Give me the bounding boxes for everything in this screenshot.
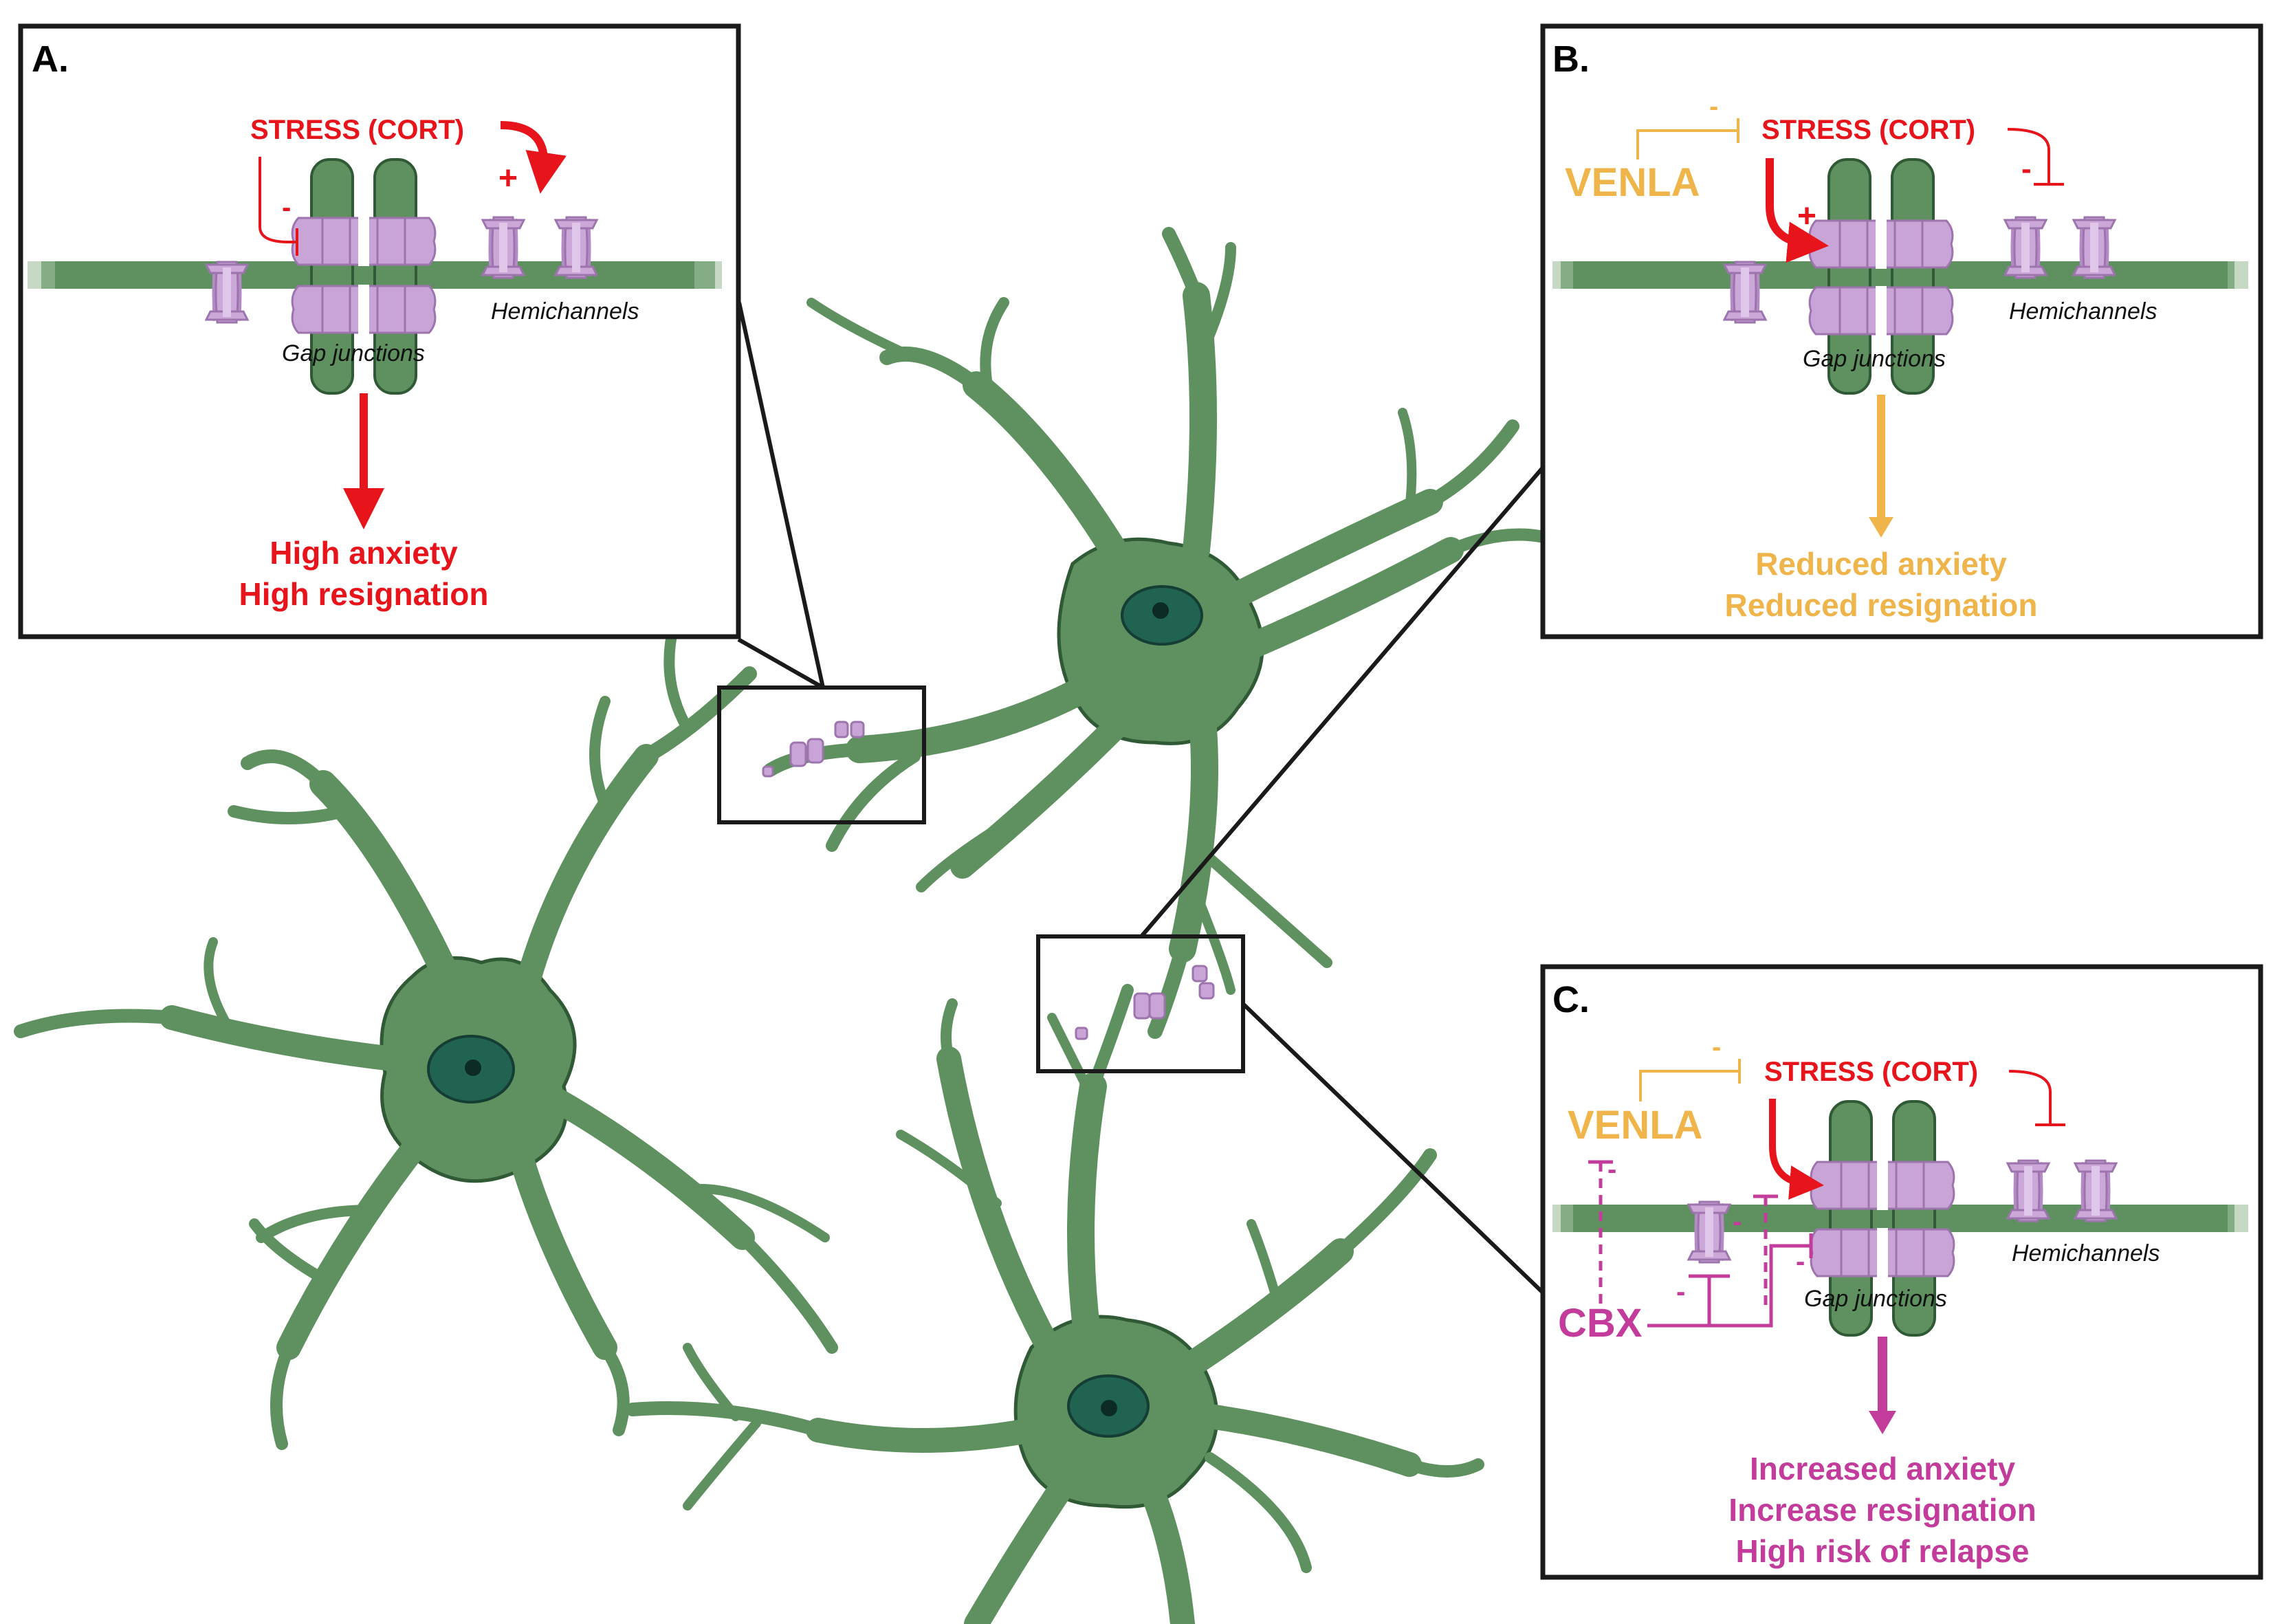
panel-c-hemichannel-3 [2074, 1159, 2118, 1222]
panel-b-gap-junction-2 [1808, 285, 1954, 337]
panel-c-blocker-label: CBX [1558, 1301, 1643, 1346]
panel-a-stimulate-arrow [500, 121, 567, 194]
panel-a-inhibit-arrow [259, 157, 297, 243]
panel-c-minus-drug: - [1712, 1032, 1721, 1062]
panel-c-letter: C. [1552, 979, 1590, 1020]
panel-a-outcome-1: High anxiety [270, 535, 458, 571]
panel-b-gap-junction-1 [1808, 218, 1954, 270]
panel-b-hemichannels-label: Hemichannels [2009, 298, 2157, 325]
panel-b-gap-junctions-label: Gap junctions [1803, 346, 1946, 372]
panel-b-hemichannel-2 [2003, 216, 2047, 279]
panel-c-gap-junction-1 [1810, 1159, 1955, 1211]
contact-connexins-top [762, 721, 865, 778]
panel-a-outcome-2: High resignation [239, 576, 489, 612]
panel-a: A. STRESS (CORT) Gap junctions Hemichann… [18, 23, 741, 639]
panel-a-stress-label: STRESS (CORT) [250, 115, 464, 145]
panel-b-stress-label: STRESS (CORT) [1761, 115, 1975, 145]
panel-c-gap-junction-2 [1810, 1227, 1955, 1279]
panel-b: B. STRESS (CORT) VENLA Gap junctions Hem… [1540, 23, 2263, 639]
panel-b-plus: + [1797, 198, 1816, 234]
panel-c: C. STRESS (CORT) VENLA CBX Gap junctions… [1540, 964, 2263, 1580]
panel-b-hemichannel-1 [1723, 261, 1767, 324]
panel-b-outcome-2: Reduced resignation [1725, 587, 2038, 623]
panel-a-gap-junction-2 [291, 283, 437, 336]
panel-c-venla-inhibit [1639, 1070, 1739, 1101]
panel-b-stimulate-arrow [1766, 158, 1829, 263]
panel-a-minus: - [282, 193, 291, 223]
panel-c-stimulate-arrow [1769, 1099, 1824, 1200]
astrocyte-left [14, 620, 838, 1450]
panel-c-stress-label: STRESS (CORT) [1764, 1057, 1978, 1087]
panel-c-minus-cbx-2: - [1676, 1277, 1685, 1307]
panel-a-hemichannels-label: Hemichannels [491, 298, 639, 325]
panel-c-hemichannels-label: Hemichannels [2012, 1240, 2160, 1266]
panel-c-drug-label: VENLA [1568, 1103, 1703, 1148]
panel-b-inhibit-hemichannels [2007, 128, 2050, 184]
panel-a-hemichannel-1 [205, 261, 249, 324]
panel-b-letter: B. [1552, 39, 1590, 80]
panel-c-outcome-2: Increase resignation [1728, 1492, 2036, 1528]
panel-b-drug-label: VENLA [1565, 160, 1700, 205]
panel-a-letter: A. [32, 39, 69, 80]
astrocyte-top [763, 227, 1546, 1039]
panel-c-minus-cbx-4: - [1796, 1247, 1805, 1277]
contact-connexins-middle [1075, 965, 1215, 1040]
astrocyte-bottom [626, 984, 1484, 1624]
panel-c-hemichannel-2 [2006, 1159, 2050, 1222]
panel-a-gap-junction-1 [291, 215, 437, 267]
panel-a-hemichannel-3 [554, 216, 598, 279]
panel-b-venla-inhibit [1636, 129, 1738, 160]
panel-a-hemichannel-2 [481, 216, 525, 279]
astrocyte-network [14, 227, 1546, 1624]
panel-b-hemichannel-3 [2072, 216, 2116, 279]
panel-c-gap-junctions-label: Gap junctions [1804, 1286, 1947, 1312]
panel-b-minus-stress: - [2021, 152, 2032, 186]
panel-c-minus-cbx-3: - [1733, 1207, 1742, 1237]
panel-c-outcome-3: High risk of relapse [1736, 1533, 2030, 1569]
panel-b-minus-drug: - [1709, 91, 1718, 122]
panel-a-plus: + [498, 160, 518, 197]
panel-c-outcome-1: Increased anxiety [1750, 1451, 2016, 1486]
panel-a-gap-junctions-label: Gap junctions [282, 340, 425, 366]
panel-c-minus-cbx-1: - [1607, 1154, 1616, 1185]
panel-c-hemichannel-1 [1687, 1200, 1731, 1264]
panel-c-cbx-inhibitions [1588, 1160, 1813, 1328]
connector-lines [737, 302, 1545, 1295]
panel-b-outcome-1: Reduced anxiety [1755, 546, 2007, 582]
panel-c-inhibit-hemichannels [2008, 1070, 2052, 1125]
